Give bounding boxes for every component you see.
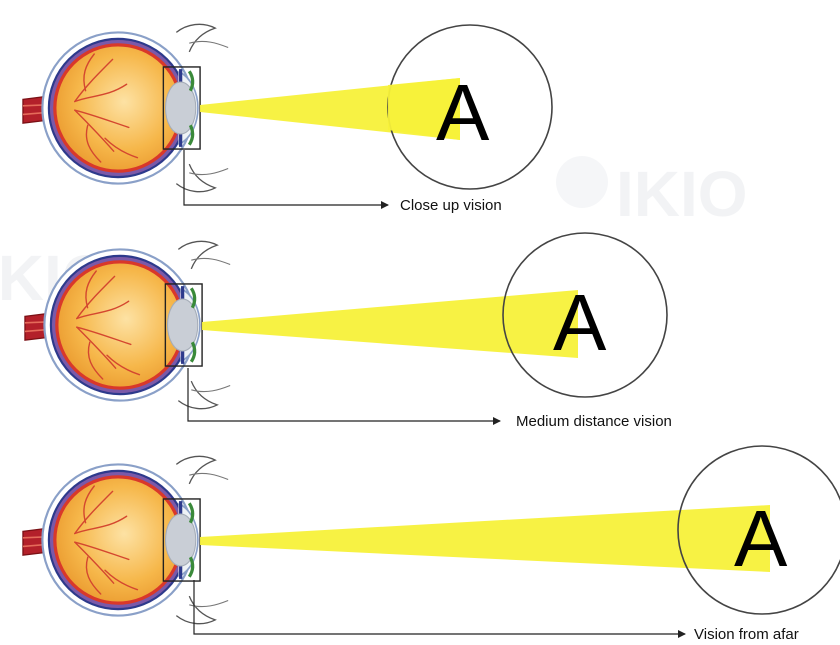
letter-a-2: A [553,278,607,367]
watermark-logo-mark [556,156,608,208]
caption-arrow-1 [183,150,389,209]
panel-afar: A Vision from afar [21,445,840,643]
panel-medium: A Medium distance vision [23,232,672,430]
caption-arrow-2 [187,368,501,425]
watermark-brand: IKIO [616,158,748,230]
light-beam-3 [200,505,770,572]
light-beam-1-inner [388,78,460,140]
caption-close-up: Close up vision [400,197,502,214]
panel-close-up: A Close up vision [21,22,553,214]
eye-diagram-3 [21,454,230,626]
watermark: IKIO IKIO [0,156,748,314]
letter-a-3: A [734,494,788,583]
vision-circle-3 [677,445,840,615]
letter-a-1: A [436,68,490,157]
caption-afar: Vision from afar [694,626,799,643]
eye-diagram-1 [21,22,230,194]
caption-arrow-3 [193,580,686,638]
light-beam-2 [202,290,578,358]
vision-circle-2 [502,232,668,398]
caption-medium: Medium distance vision [516,413,672,430]
